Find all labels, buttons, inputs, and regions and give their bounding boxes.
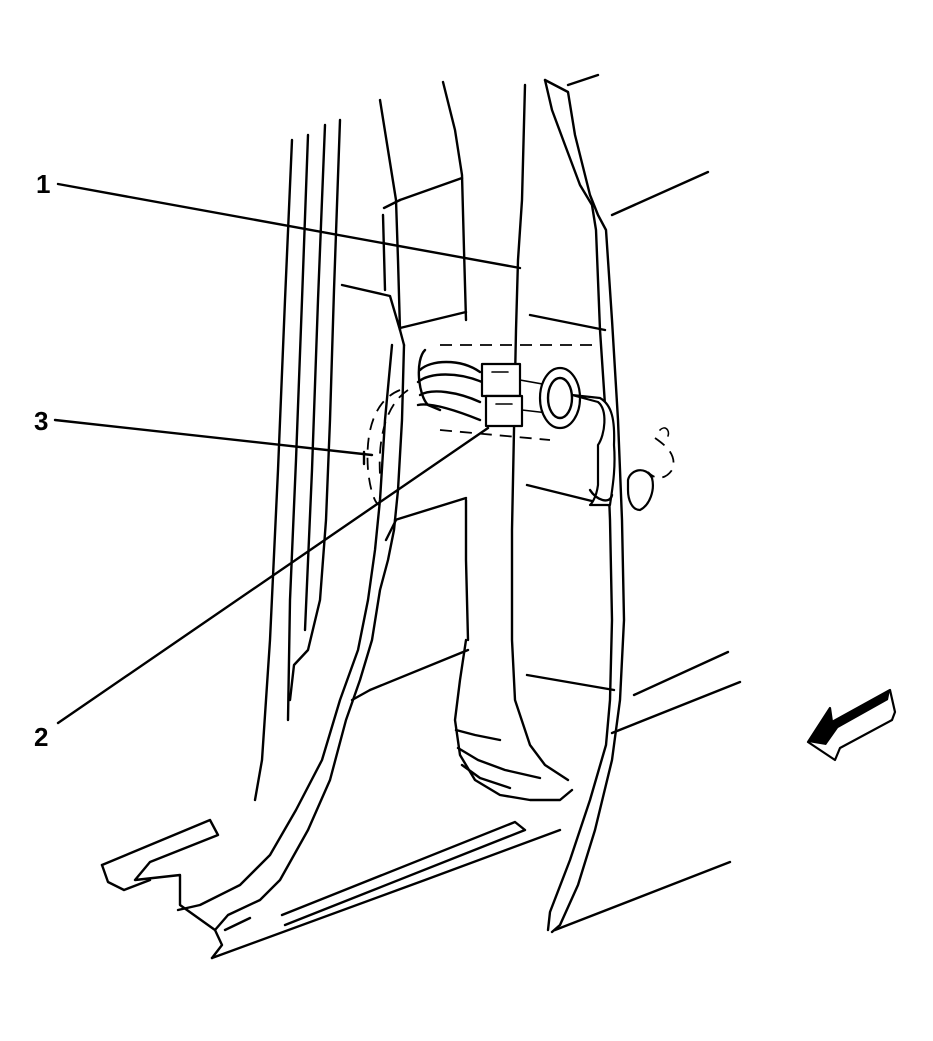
- pillar-trim: [340, 80, 616, 782]
- pillar-bottom: [453, 638, 574, 802]
- floor-sill: [100, 818, 562, 960]
- door-edge: [543, 78, 626, 934]
- connector-upper: [480, 362, 522, 398]
- connector-lower: [484, 394, 524, 428]
- leader-1: [56, 182, 522, 270]
- callout-2: 2: [34, 722, 48, 752]
- connector-assembly: [416, 348, 675, 512]
- callout-3: 3: [34, 406, 48, 436]
- hidden-harness: [366, 344, 600, 506]
- leader-3: [53, 418, 374, 457]
- leader-2: [56, 426, 490, 725]
- leader-lines: [53, 182, 522, 725]
- callout-1: 1: [36, 169, 50, 199]
- body-panel-lines: [553, 73, 742, 932]
- front-direction-arrow: [806, 688, 897, 762]
